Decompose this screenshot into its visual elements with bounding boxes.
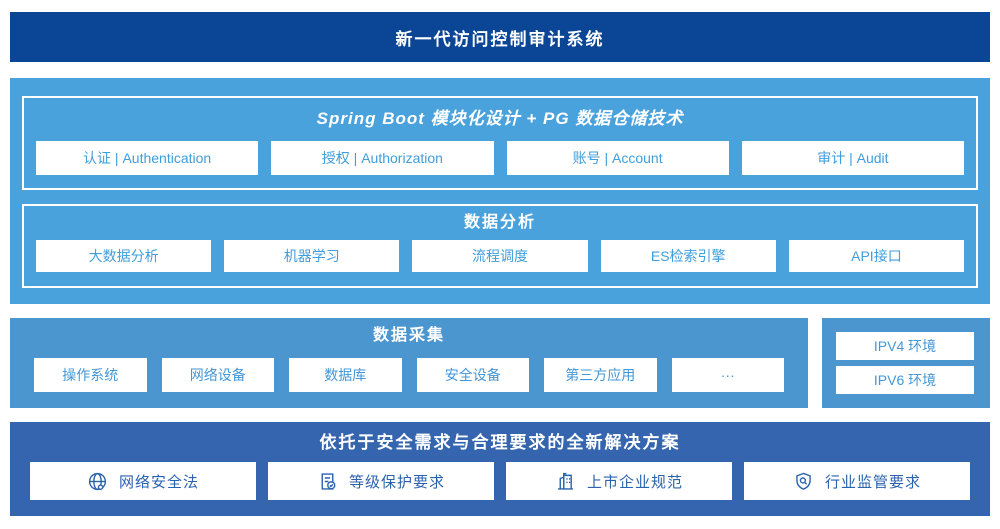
source-third-party-app: 第三方应用 (544, 358, 657, 392)
document-check-icon (317, 471, 338, 492)
analysis-api: API接口 (788, 240, 965, 272)
ipv6-environment: IPV6 环境 (836, 366, 974, 394)
source-database: 数据库 (289, 358, 402, 392)
data-collection-row: 操作系统 网络设备 数据库 安全设备 第三方应用 ··· (34, 358, 784, 392)
source-network-device: 网络设备 (161, 358, 274, 392)
springboot-modules-row: 认证 | Authentication 授权 | Authorization 账… (36, 141, 964, 175)
building-icon (555, 471, 576, 492)
requirement-label: 等级保护要求 (348, 473, 445, 491)
solution-row: 网络安全法 等级保护要求 (30, 462, 970, 500)
platform-section: Spring Boot 模块化设计 + PG 数据仓储技术 认证 | Authe… (10, 78, 990, 304)
globe-icon (87, 471, 108, 492)
ipv4-environment: IPV4 环境 (836, 332, 974, 360)
data-analysis-group: 数据分析 大数据分析 机器学习 流程调度 ES检索引擎 API接口 (22, 204, 978, 288)
requirement-network-security-law: 网络安全法 (30, 462, 256, 500)
data-collection-title: 数据采集 (372, 327, 445, 344)
module-audit: 审计 | Audit (741, 141, 964, 175)
requirement-level-protection: 等级保护要求 (268, 462, 494, 500)
analysis-machine-learning: 机器学习 (224, 240, 400, 272)
source-more-ellipsis: ··· (671, 358, 784, 392)
data-collection-section: 数据采集 操作系统 网络设备 数据库 安全设备 第三方应用 ··· (10, 318, 808, 408)
solution-title: 依托于安全需求与合理要求的全新解决方案 (319, 433, 681, 452)
page-title: 新一代访问控制审计系统 (10, 12, 990, 62)
module-authorization: 授权 | Authorization (271, 141, 494, 175)
source-security-device: 安全设备 (416, 358, 529, 392)
ip-environment-panel: IPV4 环境 IPV6 环境 (822, 318, 990, 408)
analysis-es-search: ES检索引擎 (600, 240, 776, 272)
analysis-workflow: 流程调度 (412, 240, 588, 272)
requirement-label: 行业监管要求 (824, 473, 921, 491)
data-analysis-row: 大数据分析 机器学习 流程调度 ES检索引擎 API接口 (36, 240, 965, 272)
module-account: 账号 | Account (506, 141, 729, 175)
shield-search-icon (793, 471, 814, 492)
requirement-listed-company: 上市企业规范 (506, 462, 732, 500)
requirement-industry-regulation: 行业监管要求 (744, 462, 970, 500)
module-authentication: 认证 | Authentication (36, 141, 259, 175)
source-os: 操作系统 (34, 358, 147, 392)
analysis-bigdata: 大数据分析 (36, 240, 212, 272)
solution-section: 依托于安全需求与合理要求的全新解决方案 网络安全法 (10, 422, 990, 516)
requirement-label: 网络安全法 (118, 473, 199, 491)
requirement-label: 上市企业规范 (586, 473, 683, 491)
springboot-title: Spring Boot 模块化设计 + PG 数据仓储技术 (316, 109, 684, 128)
springboot-module-group: Spring Boot 模块化设计 + PG 数据仓储技术 认证 | Authe… (22, 96, 978, 190)
data-analysis-title: 数据分析 (463, 214, 536, 231)
